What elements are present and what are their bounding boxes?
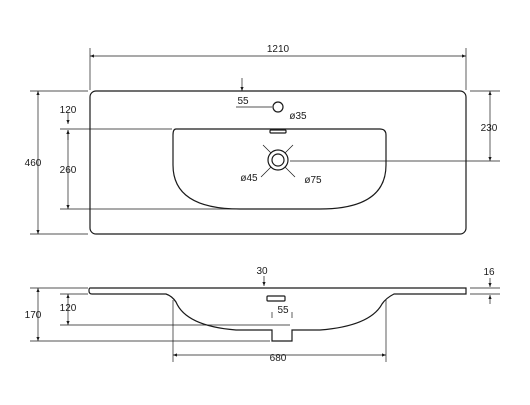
deck-right-thickness-label: 16 (483, 267, 495, 278)
side-profile-outline (88, 287, 467, 342)
basin-depth-label: 260 (60, 165, 77, 176)
total-height-label: 170 (25, 310, 42, 321)
deck-height-label: 30 (256, 266, 268, 277)
drain-width-label: 55 (277, 305, 289, 316)
countertop-outline (89, 90, 467, 235)
drain-outer (267, 149, 289, 171)
basin-outline (172, 128, 387, 210)
overflow-slot (269, 129, 287, 134)
rear-to-drain-label: 230 (481, 123, 498, 134)
overall-width-label: 1210 (267, 44, 290, 55)
tap-offset-label: 55 (237, 96, 249, 107)
top-view: 1210 55 ø35 460 120 260 230 ø45 ø75 (25, 44, 500, 235)
deck-left-thickness-label: 120 (60, 303, 77, 314)
drain-inner-diameter-label: ø45 (240, 173, 258, 184)
overflow-fitting (266, 295, 286, 302)
side-view: 30 16 170 120 55 680 (25, 266, 500, 364)
drain-outer-diameter-label: ø75 (304, 175, 322, 186)
drain-inner (271, 153, 285, 167)
basin-width-label: 680 (270, 353, 287, 364)
tap-hole (272, 101, 284, 113)
overall-depth-label: 460 (25, 158, 42, 169)
tap-hole-diameter-label: ø35 (289, 111, 307, 122)
edge-to-basin-label: 120 (60, 105, 77, 116)
